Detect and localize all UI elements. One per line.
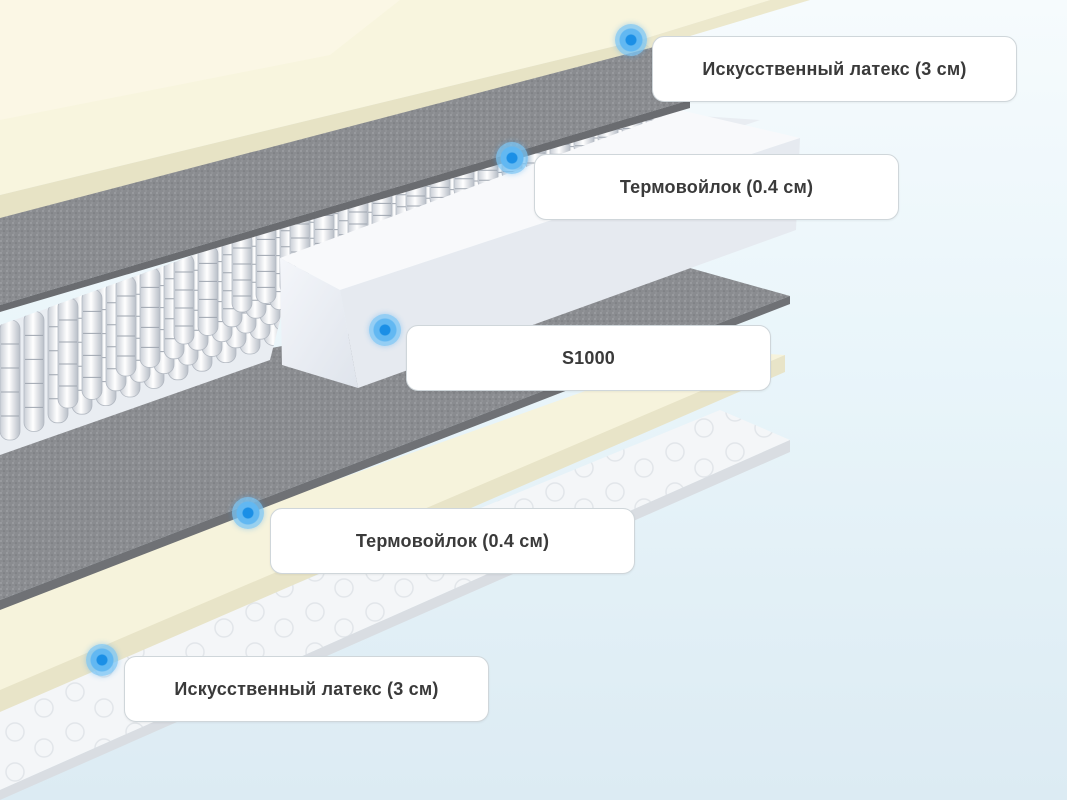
- marker-dot: [615, 24, 647, 56]
- marker-dot: [369, 314, 401, 346]
- layer-label-springs: S1000: [406, 325, 771, 391]
- pocket-spring: [82, 289, 102, 399]
- pocket-spring: [232, 232, 252, 312]
- pocket-spring: [174, 254, 194, 344]
- layer-label-bottom-latex: Искусственный латекс (3 см): [124, 656, 489, 722]
- pocket-spring: [58, 298, 78, 408]
- pocket-spring: [198, 245, 218, 335]
- marker-dot: [86, 644, 118, 676]
- marker-dot: [496, 142, 528, 174]
- pocket-spring: [116, 276, 136, 376]
- layer-label-top-felt: Термовойлок (0.4 см): [534, 154, 899, 220]
- pocket-spring: [24, 311, 44, 431]
- pocket-spring: [0, 320, 20, 440]
- layer-label-bottom-felt: Термовойлок (0.4 см): [270, 508, 635, 574]
- layer-label-top-latex: Искусственный латекс (3 см): [652, 36, 1017, 102]
- marker-dot: [232, 497, 264, 529]
- pocket-spring: [140, 267, 160, 367]
